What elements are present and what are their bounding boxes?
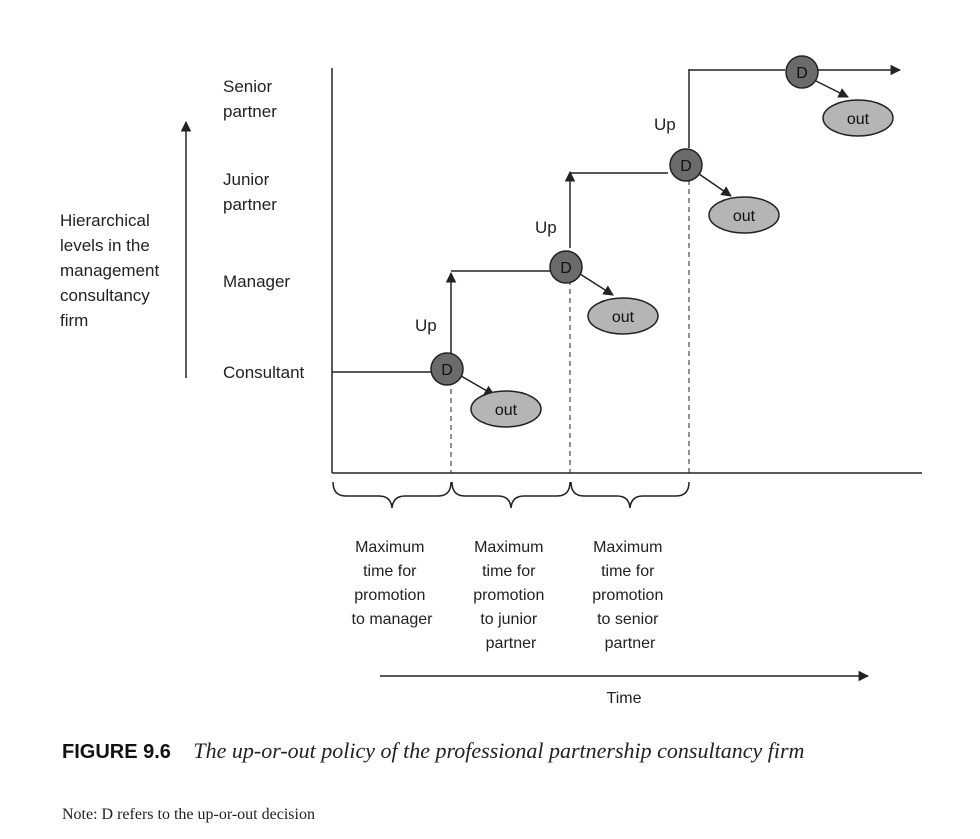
out-arrow — [460, 375, 495, 396]
up-label: Up — [535, 218, 557, 237]
svg-text:D: D — [560, 260, 572, 277]
up-label: Up — [654, 115, 676, 134]
figure-title: The up-or-out policy of the professional… — [193, 738, 805, 763]
decision-node: D — [430, 352, 464, 386]
period-brace — [451, 481, 571, 509]
svg-text:D: D — [796, 65, 808, 82]
svg-text:out: out — [847, 111, 870, 128]
figure-number: FIGURE 9.6 — [62, 741, 171, 763]
out-arrow — [579, 273, 614, 296]
period-brace — [332, 481, 452, 509]
out-node: out — [470, 390, 542, 428]
out-node: out — [587, 297, 659, 335]
level-consultant: Consultant — [223, 363, 305, 382]
out-arrow — [698, 173, 732, 197]
decision-node: D — [669, 148, 703, 182]
figure-note: Note: D refers to the up-or-out decision — [62, 806, 315, 823]
period-brace — [570, 481, 690, 509]
up-or-out-diagram: Hierarchical levels in the management co… — [60, 55, 922, 707]
out-node: out — [822, 99, 894, 137]
figure-caption: FIGURE 9.6 The up-or-out policy of the p… — [62, 736, 942, 769]
level-junior-partner: Junior partner — [223, 170, 277, 214]
svg-text:out: out — [495, 402, 518, 419]
time-label: Time — [607, 690, 642, 707]
level-manager: Manager — [223, 272, 290, 291]
out-node: out — [708, 196, 780, 234]
decision-node: D — [549, 250, 583, 284]
out-arrow — [811, 78, 849, 98]
svg-text:D: D — [441, 362, 453, 379]
svg-text:out: out — [733, 208, 756, 225]
level-senior-partner: Senior partner — [223, 77, 277, 121]
svg-text:D: D — [680, 158, 692, 175]
svg-text:out: out — [612, 309, 635, 326]
up-label: Up — [415, 316, 437, 335]
decision-node: D — [785, 55, 819, 89]
period-label-junior-partner: Maximum time for promotion to junior par… — [473, 539, 549, 652]
y-axis-label: Hierarchical levels in the management co… — [60, 211, 164, 330]
period-label-senior-partner: Maximum time for promotion to senior par… — [592, 539, 668, 652]
period-label-manager: Maximum time for promotion to manager — [352, 539, 434, 628]
